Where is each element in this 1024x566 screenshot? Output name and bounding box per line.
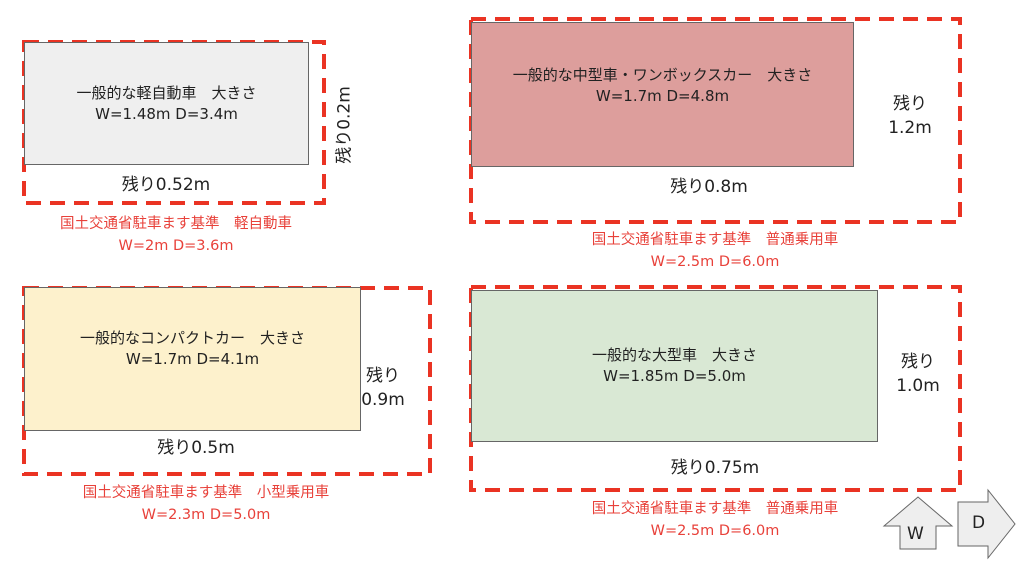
- remain-depth: 残り0.75m: [670, 458, 760, 478]
- standard-title: 国土交通省駐車ます基準 普通乗用車: [591, 501, 839, 517]
- standard-label: 国土交通省駐車ます基準 軽自動車 W=2m D=3.6m: [60, 213, 292, 257]
- car-title: 一般的な大型車 大きさ: [591, 346, 757, 364]
- standard-title: 国土交通省駐車ます基準 軽自動車: [60, 216, 292, 232]
- car-title: 一般的なコンパクトカー 大きさ: [79, 329, 305, 347]
- car-title: 一般的な軽自動車 大きさ: [76, 83, 257, 102]
- car-size: W=1.7m D=4.1m: [125, 350, 260, 368]
- remain-width: 残り 1.2m: [888, 92, 932, 140]
- remain-width: 残り 0.9m: [361, 364, 405, 412]
- car-compact: 一般的なコンパクトカー 大きさ W=1.7m D=4.1m: [24, 287, 361, 431]
- standard-title: 国土交通省駐車ます基準 小型乗用車: [82, 485, 330, 501]
- remain-width-label: 残り: [900, 352, 935, 372]
- car-size: W=1.7m D=4.8m: [595, 87, 730, 105]
- standard-size: W=2.3m D=5.0m: [141, 507, 271, 523]
- w-arrow-label: W: [907, 524, 924, 544]
- standard-title: 国土交通省駐車ます基準 普通乗用車: [591, 232, 839, 248]
- car-size: W=1.85m D=5.0m: [603, 367, 746, 385]
- d-arrow-icon: [957, 488, 1016, 560]
- standard-label: 国土交通省駐車ます基準 普通乗用車 W=2.5m D=6.0m: [592, 498, 839, 542]
- remain-depth: 残り0.5m: [157, 438, 235, 458]
- standard-size: W=2.5m D=6.0m: [650, 254, 780, 270]
- standard-size: W=2.5m D=6.0m: [650, 523, 780, 539]
- remain-depth: 残り0.8m: [670, 177, 748, 197]
- remain-width-value: 0.9m: [361, 390, 405, 410]
- standard-label: 国土交通省駐車ます基準 小型乗用車 W=2.3m D=5.0m: [83, 482, 330, 526]
- remain-width-value: 1.0m: [896, 376, 940, 396]
- car-large: 一般的な大型車 大きさ W=1.85m D=5.0m: [471, 290, 878, 442]
- d-arrow-label: D: [972, 513, 986, 533]
- car-kei: 一般的な軽自動車 大きさ W=1.48m D=3.4m: [24, 42, 309, 165]
- remain-depth: 残り0.52m: [121, 175, 211, 195]
- remain-width-label: 残り: [892, 94, 927, 114]
- car-midsize: 一般的な中型車・ワンボックスカー 大きさ W=1.7m D=4.8m: [471, 22, 854, 167]
- standard-size: W=2m D=3.6m: [118, 238, 234, 254]
- remain-width: 残り0.2m: [334, 86, 355, 164]
- w-arrow-icon: [882, 496, 954, 550]
- remain-width-value: 1.2m: [888, 118, 932, 138]
- remain-width: 残り 1.0m: [896, 350, 940, 398]
- standard-label: 国土交通省駐車ます基準 普通乗用車 W=2.5m D=6.0m: [592, 229, 839, 273]
- remain-width-label: 残り: [365, 366, 400, 386]
- car-title: 一般的な中型車・ワンボックスカー 大きさ: [512, 66, 813, 84]
- car-size: W=1.48m D=3.4m: [95, 104, 238, 123]
